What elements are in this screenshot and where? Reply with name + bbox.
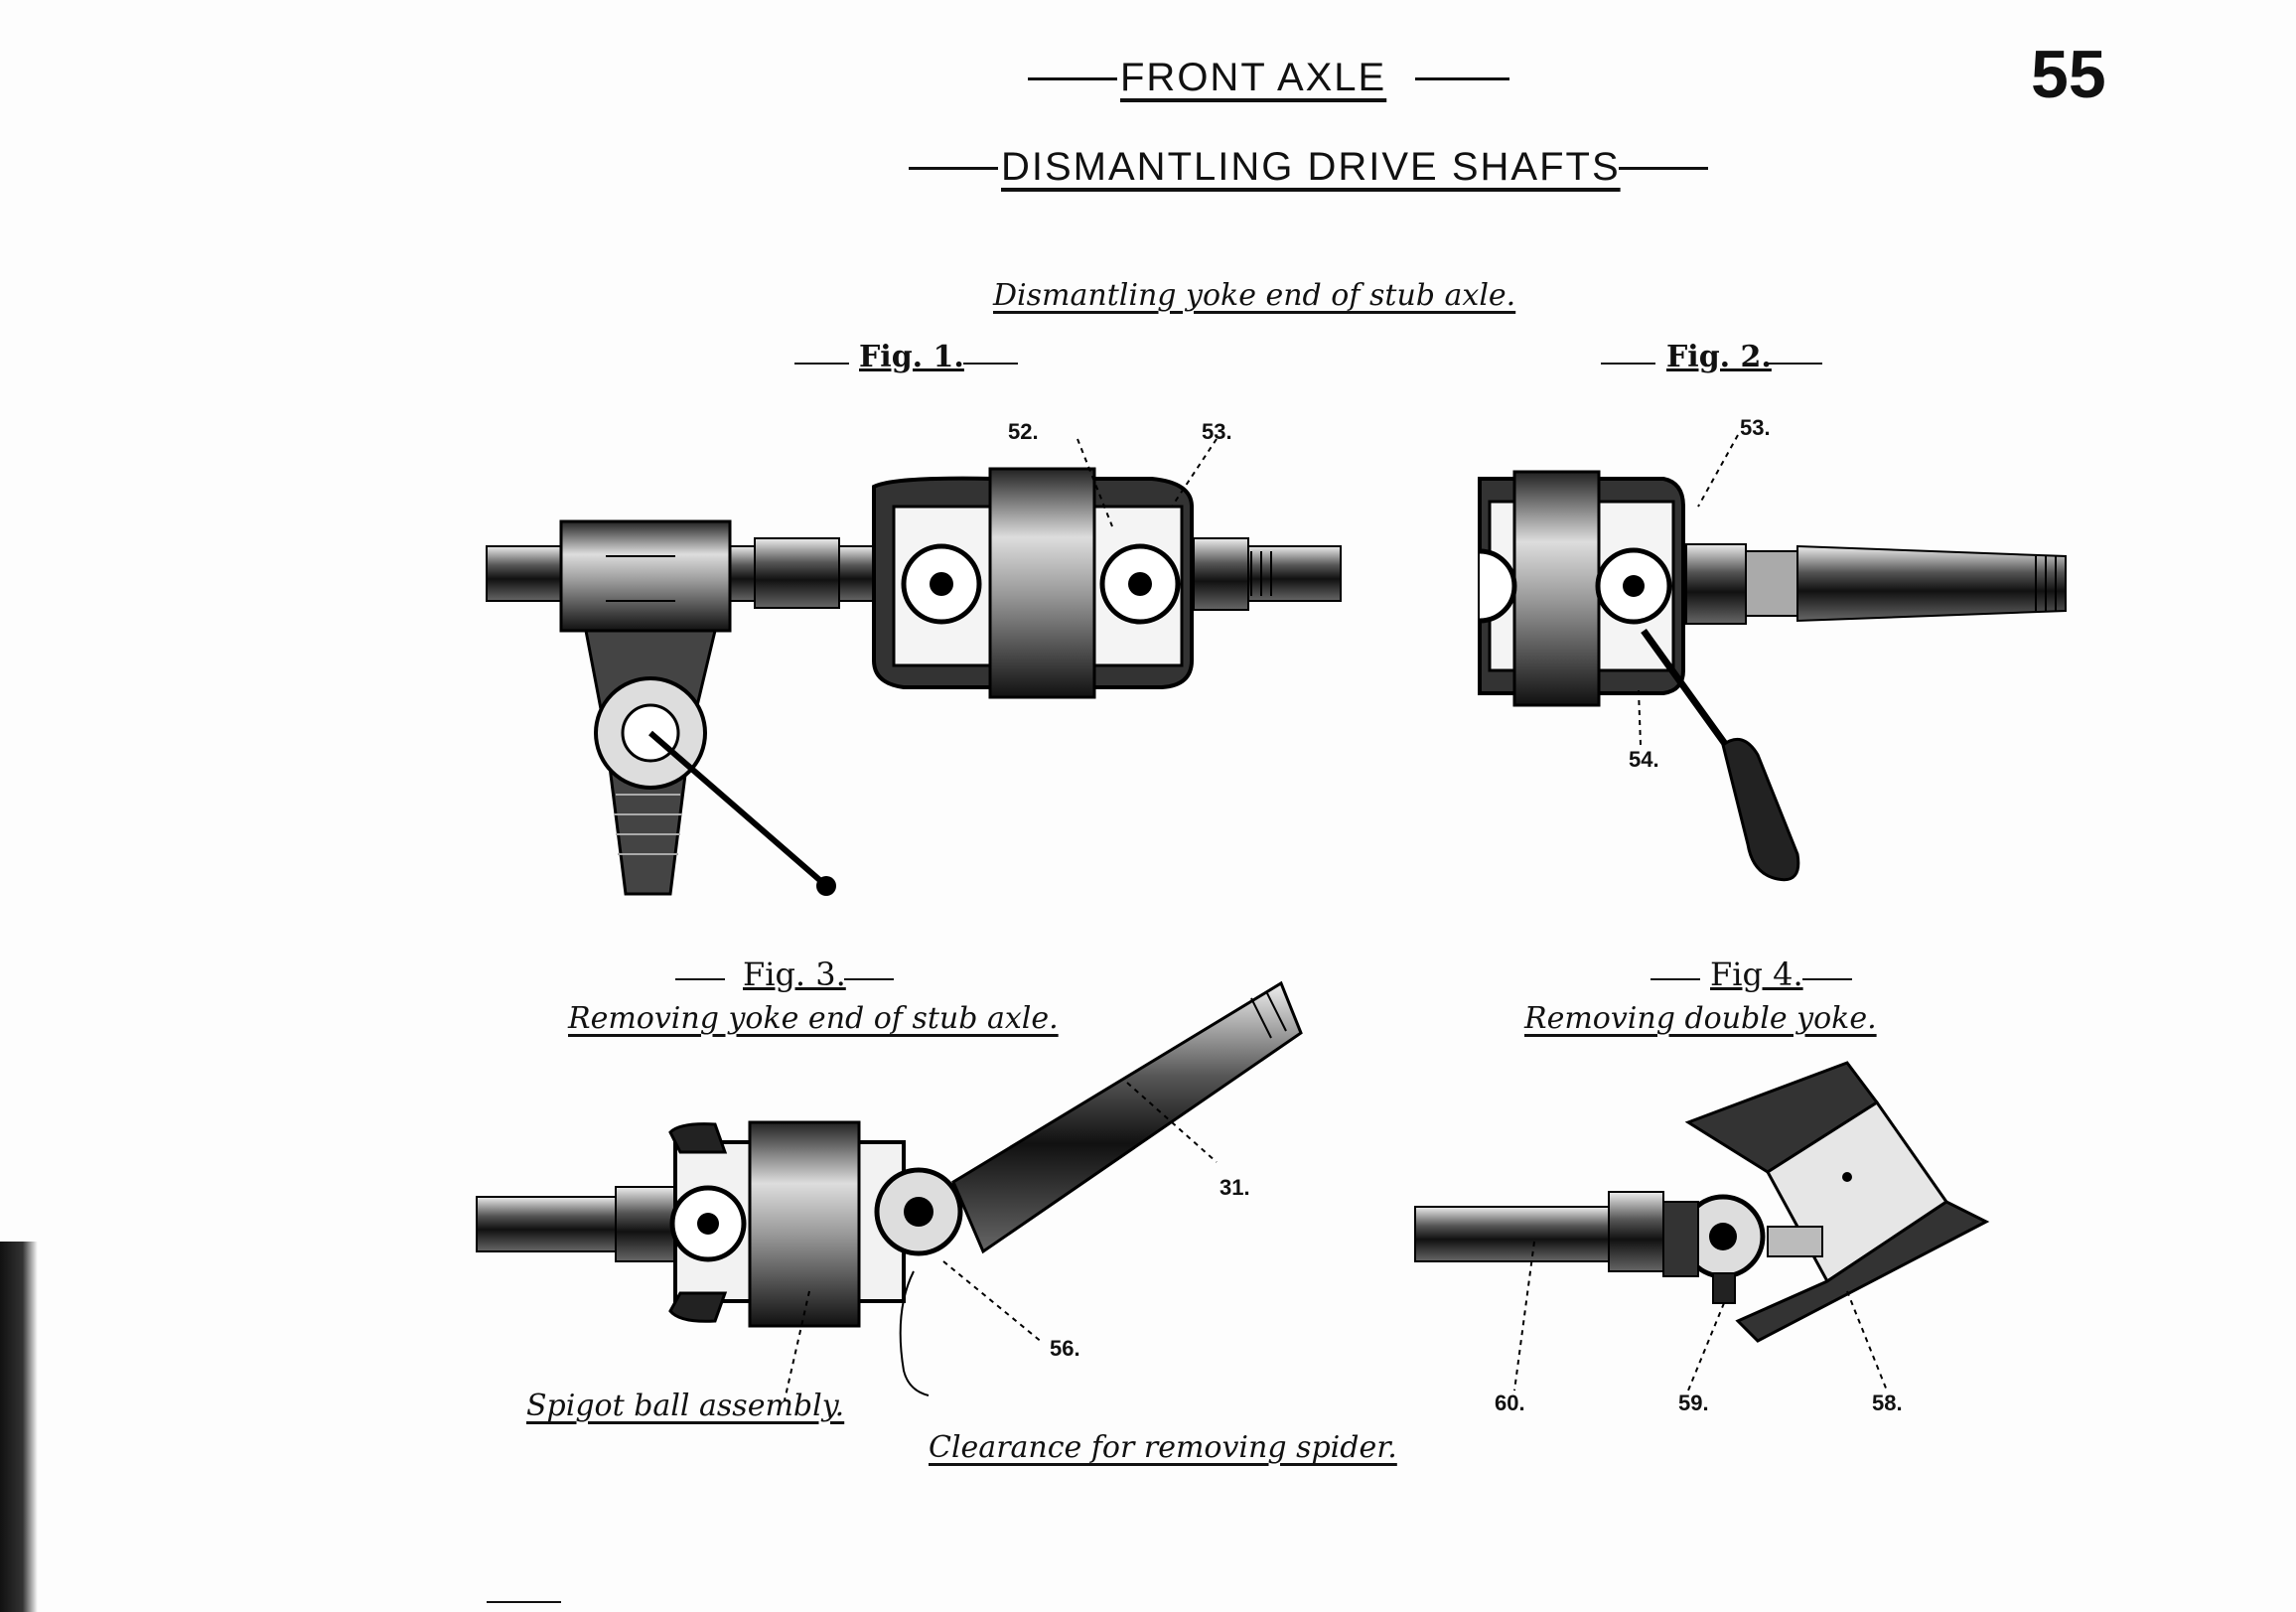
fig3-rule-left (675, 978, 725, 980)
spigot-note: Spigot ball assembly. (526, 1389, 845, 1423)
fig1-drawing (486, 438, 1342, 896)
page-number: 55 (2031, 37, 2106, 112)
fig1-rule-left (794, 363, 849, 365)
fig2-drawing (1478, 434, 2067, 882)
fig4-rule-right (1802, 978, 1852, 980)
fig1-callout-53: 53. (1202, 419, 1232, 444)
subtitle-rule-left (909, 167, 998, 170)
fig4-caption: Removing double yoke. (1524, 1001, 1877, 1036)
fig3-callout-31: 31. (1220, 1175, 1250, 1200)
fig4-rule-left (1650, 978, 1700, 980)
fig3-callout-56: 56. (1050, 1336, 1080, 1361)
fig2-callout-53: 53. (1740, 415, 1771, 440)
fig2-callout-54: 54. (1629, 747, 1659, 772)
fig3-label: Fig. 3. (743, 955, 846, 993)
fig2-label: Fig. 2. (1666, 340, 1772, 374)
footer-mark (487, 1601, 561, 1603)
fig3-caption: Removing yoke end of stub axle. (568, 1001, 1059, 1036)
title-rule-right (1415, 77, 1509, 80)
page-title: FRONT AXLE (1120, 56, 1387, 99)
title-rule-left (1028, 77, 1117, 80)
subtitle-rule-right (1619, 167, 1708, 170)
fig2-rule-left (1601, 363, 1655, 365)
clearance-note: Clearance for removing spider. (929, 1430, 1397, 1465)
section-caption: Dismantling yoke end of stub axle. (993, 278, 1516, 313)
fig4-callout-60: 60. (1495, 1391, 1525, 1415)
fig4-drawing (1414, 1061, 1990, 1392)
fig2-rule-right (1768, 363, 1822, 365)
fig1-callout-52: 52. (1008, 419, 1039, 444)
fig4-callout-59: 59. (1678, 1391, 1709, 1415)
fig3-drawing (476, 980, 1303, 1400)
fig4-label: Fig 4. (1710, 955, 1803, 993)
binding-edge-shadow (0, 1242, 38, 1612)
page-subtitle: DISMANTLING DRIVE SHAFTS (1001, 145, 1621, 189)
fig1-label: Fig. 1. (859, 340, 964, 374)
fig3-rule-right (844, 978, 894, 980)
fig1-rule-right (963, 363, 1018, 365)
fig4-callout-58: 58. (1872, 1391, 1903, 1415)
